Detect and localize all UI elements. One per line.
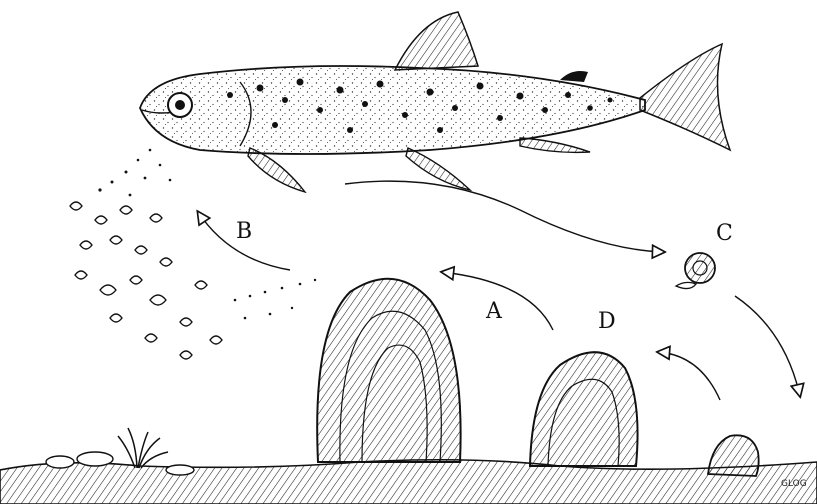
glochidia-larvae — [70, 202, 222, 359]
label-d: D — [598, 309, 616, 334]
label-c: C — [716, 221, 733, 246]
arrow-fish-to-c — [345, 181, 664, 252]
trout-adipose-fin — [560, 71, 588, 82]
label-a: A — [485, 299, 503, 324]
arrow-c-to-small-mussel — [735, 296, 800, 396]
mussel-medium — [530, 352, 638, 466]
trout — [140, 12, 730, 192]
artist-signature: GLOG — [781, 479, 807, 489]
trout-pelvic-fin — [406, 148, 470, 190]
trout-dorsal-fin — [395, 12, 478, 70]
mussel-small — [708, 435, 759, 476]
label-b: B — [236, 219, 252, 244]
cycle-arrows — [198, 181, 800, 400]
water-plant — [118, 428, 168, 468]
juvenile-mussel — [676, 253, 715, 289]
mussel-large — [317, 279, 460, 462]
trout-anal-fin — [520, 138, 590, 152]
arrow-small-to-medium — [658, 352, 720, 400]
trout-tail — [640, 44, 730, 150]
